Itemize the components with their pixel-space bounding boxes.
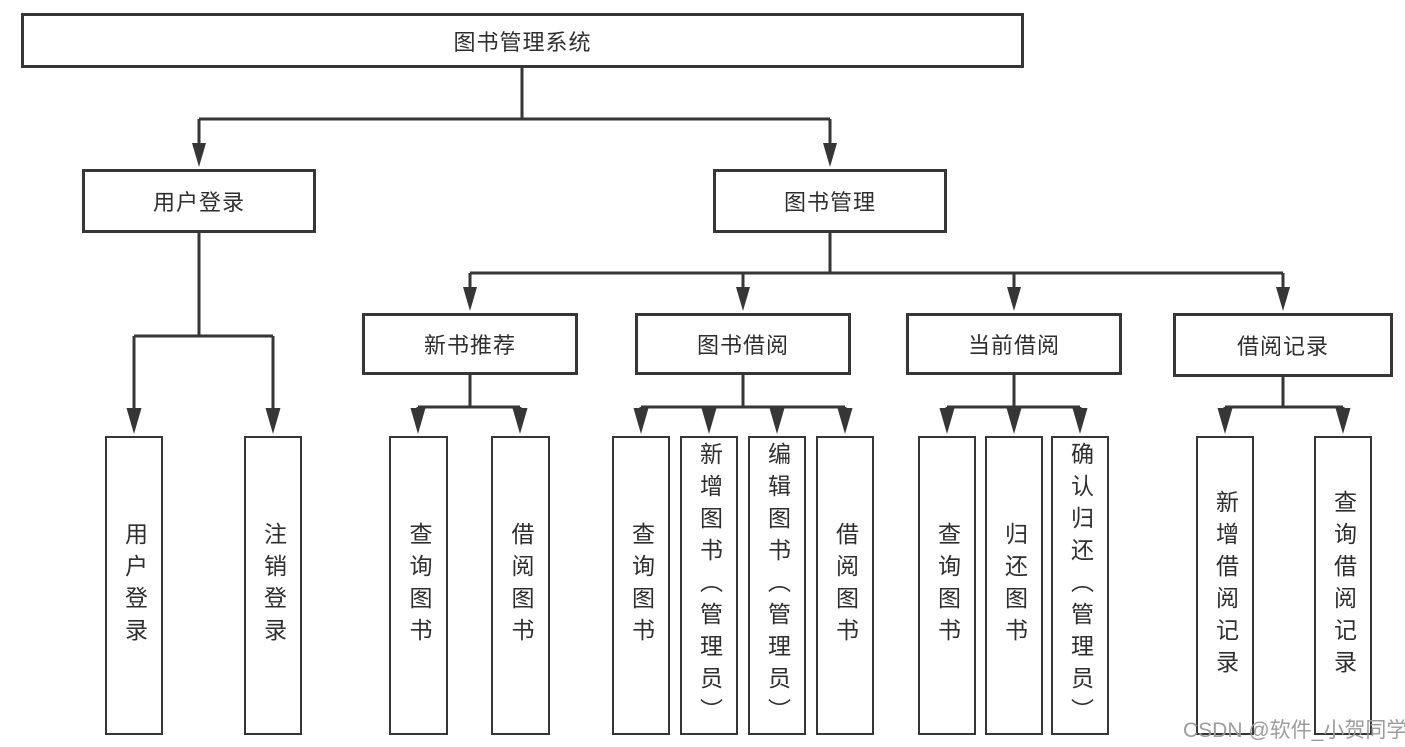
connector-bookmgmt-to-level3: [463, 233, 1290, 311]
node-new-book-recommend: 新书推荐: [362, 313, 578, 375]
leaf-borrow-edit-admin-label: 编辑图书（管理员）: [764, 441, 791, 730]
arrow-down-icon: [1007, 287, 1021, 311]
leaf-user-login-label: 用户登录: [121, 521, 148, 650]
node-user-login: 用户登录: [82, 169, 316, 233]
arrow-down-icon: [1217, 408, 1233, 434]
node-book-management-label: 图书管理: [783, 190, 876, 215]
leaf-records-add-label: 新增借阅记录: [1212, 489, 1239, 682]
node-book-borrow-label: 图书借阅: [696, 333, 789, 358]
arrow-down-icon: [701, 408, 717, 434]
leaf-newbooks-borrow: 借阅图书: [491, 436, 550, 735]
leaf-records-query-label: 查询借阅记录: [1330, 489, 1357, 682]
leaf-logout: 注销登录: [244, 436, 302, 735]
leaf-borrow-add-admin: 新增图书（管理员）: [680, 436, 738, 735]
leaf-records-query: 查询借阅记录: [1314, 436, 1372, 735]
arrow-down-icon: [512, 408, 528, 434]
leaf-borrow-edit-admin: 编辑图书（管理员）: [748, 436, 806, 735]
csdn-watermark: CSDN @软件_小贺同学: [1183, 719, 1405, 742]
arrow-down-icon: [1072, 408, 1088, 434]
node-borrow-records-label: 借阅记录: [1236, 334, 1329, 359]
arrow-down-icon: [410, 408, 426, 434]
arrow-down-icon: [633, 408, 649, 434]
node-new-book-recommend-label: 新书推荐: [423, 333, 516, 358]
leaf-newbooks-query-label: 查询图书: [406, 521, 432, 650]
arrow-down-icon: [126, 408, 142, 434]
connector-newbooks-to-leaves: [410, 375, 528, 434]
connector-userlogin-to-leaves: [126, 233, 281, 434]
arrow-down-icon: [769, 408, 785, 434]
arrow-down-icon: [939, 408, 955, 434]
node-borrow-records: 借阅记录: [1173, 313, 1393, 377]
connector-borrowrecords-to-leaves: [1217, 375, 1351, 434]
leaf-current-query-label: 查询图书: [934, 521, 961, 650]
leaf-borrow-query-label: 查询图书: [628, 521, 655, 650]
leaf-records-add: 新增借阅记录: [1196, 436, 1254, 735]
node-book-management: 图书管理: [713, 169, 947, 233]
arrow-down-icon: [192, 143, 206, 167]
arrow-down-icon: [837, 408, 853, 434]
connector-bookborrow-to-leaves: [633, 375, 853, 434]
arrow-down-icon: [1006, 408, 1022, 434]
leaf-borrow-book: 借阅图书: [816, 436, 874, 735]
leaf-borrow-book-label: 借阅图书: [832, 521, 859, 650]
arrow-down-icon: [736, 287, 750, 311]
leaf-current-return-label: 归还图书: [1001, 521, 1028, 650]
node-root-label: 图书管理系统: [453, 29, 592, 55]
node-root: 图书管理系统: [21, 13, 1024, 68]
leaf-current-return: 归还图书: [985, 436, 1043, 735]
leaf-newbooks-query: 查询图书: [389, 436, 448, 735]
leaf-borrow-add-admin-label: 新增图书（管理员）: [696, 441, 723, 730]
leaf-current-confirm-admin-label: 确认归还（管理员）: [1067, 441, 1094, 730]
leaf-user-login: 用户登录: [105, 436, 163, 735]
leaf-current-query: 查询图书: [918, 436, 976, 735]
arrow-down-icon: [1276, 287, 1290, 311]
leaf-newbooks-borrow-label: 借阅图书: [508, 521, 534, 650]
connector-root-to-level2: [192, 68, 837, 167]
node-current-borrow-label: 当前借阅: [967, 333, 1060, 358]
leaf-current-confirm-admin: 确认归还（管理员）: [1051, 436, 1109, 735]
leaf-borrow-query: 查询图书: [612, 436, 670, 735]
arrow-down-icon: [265, 408, 281, 434]
arrow-down-icon: [823, 143, 837, 167]
leaf-logout-label: 注销登录: [260, 521, 287, 650]
node-current-borrow: 当前借阅: [906, 313, 1122, 375]
connector-currentborrow-to-leaves: [939, 375, 1088, 434]
node-book-borrow: 图书借阅: [635, 313, 851, 375]
node-user-login-label: 用户登录: [152, 190, 245, 215]
arrow-down-icon: [1335, 408, 1351, 434]
arrow-down-icon: [463, 287, 477, 311]
